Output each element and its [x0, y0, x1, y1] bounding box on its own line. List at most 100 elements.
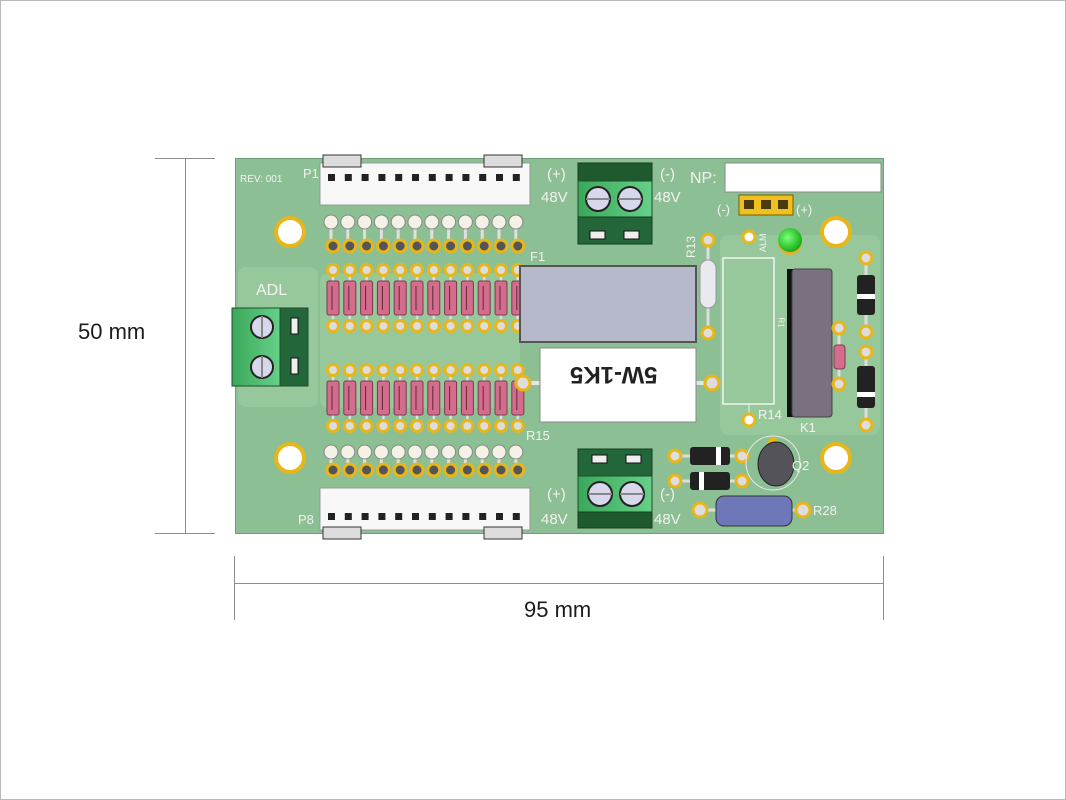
p8-label: P8 [298, 512, 314, 527]
header-pin-bottom [323, 444, 341, 478]
header-pin-bottom [491, 444, 509, 478]
resistor [326, 263, 340, 333]
p8-pin [496, 513, 503, 520]
resistor [426, 363, 441, 433]
resistor [376, 363, 391, 433]
resistor [460, 263, 475, 333]
p8-pin [462, 513, 470, 520]
diode-bottom-2 [667, 472, 750, 490]
resistor [393, 363, 408, 433]
q2-label: Q2 [792, 458, 810, 473]
resistor [460, 363, 475, 433]
header-pin-top [457, 214, 475, 254]
p1-pin [462, 174, 470, 181]
r28-label: R28 [813, 503, 837, 518]
header-pin-top [407, 214, 425, 254]
resistor [494, 363, 508, 433]
connector-p8 [319, 487, 531, 540]
led-alm-label: ALM [758, 233, 768, 252]
resistor [410, 363, 424, 433]
resistor [359, 363, 374, 433]
jumper-minus-label: (-) [717, 202, 730, 217]
p8-pin [395, 513, 403, 520]
resistor [443, 263, 458, 333]
header-pin-top [424, 214, 442, 254]
resistor [477, 263, 492, 333]
height-dim-line [185, 158, 186, 534]
bottom-minus-voltage: 48V [654, 511, 681, 528]
header-pin-top [323, 214, 341, 254]
header-pin-bottom [424, 444, 442, 478]
p1-pin [479, 174, 487, 181]
p8-pin [512, 513, 520, 520]
r14-label: R14 [758, 407, 782, 422]
np-label-box [724, 162, 882, 193]
resistor-small-right [831, 320, 847, 392]
fuse-f1-label: F1 [530, 249, 546, 264]
resistor [426, 263, 441, 333]
p1-pin [361, 174, 369, 181]
p8-pin [328, 513, 335, 520]
np-label: NP: [690, 170, 717, 187]
header-pin-top [373, 214, 391, 254]
terminal-block-48v-top [577, 162, 653, 245]
header-pin-bottom [373, 444, 391, 478]
k1-label: K1 [800, 420, 816, 435]
diode-bottom-1 [667, 447, 750, 465]
p1-pin [344, 174, 352, 181]
resistor [443, 363, 458, 433]
top-plus-voltage: 48V [541, 189, 568, 206]
diode-right-bottom [857, 344, 875, 433]
resistor-r28 [691, 495, 812, 527]
top-plus-label: (+) [547, 166, 566, 183]
bottom-plus-label: (+) [547, 486, 566, 503]
diode-right-top [857, 250, 875, 340]
p1-pin [328, 174, 335, 181]
p1-pin [378, 174, 386, 181]
header-pin-top [508, 214, 526, 254]
header-pin-top [390, 214, 408, 254]
resistor-row-bottom [326, 363, 525, 433]
header-pin-bottom [357, 444, 375, 478]
resistor [393, 263, 408, 333]
p8-pin [479, 513, 487, 520]
terminal-block-adl [231, 307, 309, 387]
mounting-hole-top-right [820, 216, 852, 248]
mounting-hole-bottom-left [274, 442, 306, 474]
bottom-plus-voltage: 48V [541, 511, 568, 528]
adl-label: ADL [256, 282, 288, 299]
revision-label: REV: 001 [240, 174, 283, 185]
header-pin-top [491, 214, 509, 254]
p1-pin [395, 174, 403, 181]
header-pin-bottom [508, 444, 526, 478]
header-pin-top [474, 214, 492, 254]
p8-pin [412, 513, 419, 520]
p1-pin [428, 174, 436, 181]
p1-label: P1 [303, 166, 319, 181]
jumper-header [738, 194, 794, 216]
header-pin-bottom [407, 444, 425, 478]
resistor [326, 363, 340, 433]
header-pin-bottom [441, 444, 459, 478]
header-pin-top [357, 214, 375, 254]
header-row-top [323, 214, 526, 254]
r15-label: R15 [526, 428, 550, 443]
resistor-r13 [699, 232, 717, 341]
mounting-hole-top-left [274, 216, 306, 248]
header-pin-bottom [474, 444, 492, 478]
top-minus-voltage: 48V [654, 189, 681, 206]
alm-led [778, 228, 802, 255]
relay-inner-label: R1 [776, 317, 786, 328]
np-value[interactable] [730, 168, 876, 188]
p1-pin [445, 174, 453, 181]
r15-marking: 5W-1K5 [570, 361, 658, 388]
p1-pin [412, 174, 419, 181]
fuse-f1 [519, 265, 697, 343]
resistor-r14-outline [722, 257, 775, 428]
header-pin-bottom [390, 444, 408, 478]
bottom-minus-label: (-) [660, 486, 675, 503]
width-dim-left-tick [234, 556, 235, 620]
width-dim-line [234, 583, 884, 584]
resistor [410, 263, 424, 333]
